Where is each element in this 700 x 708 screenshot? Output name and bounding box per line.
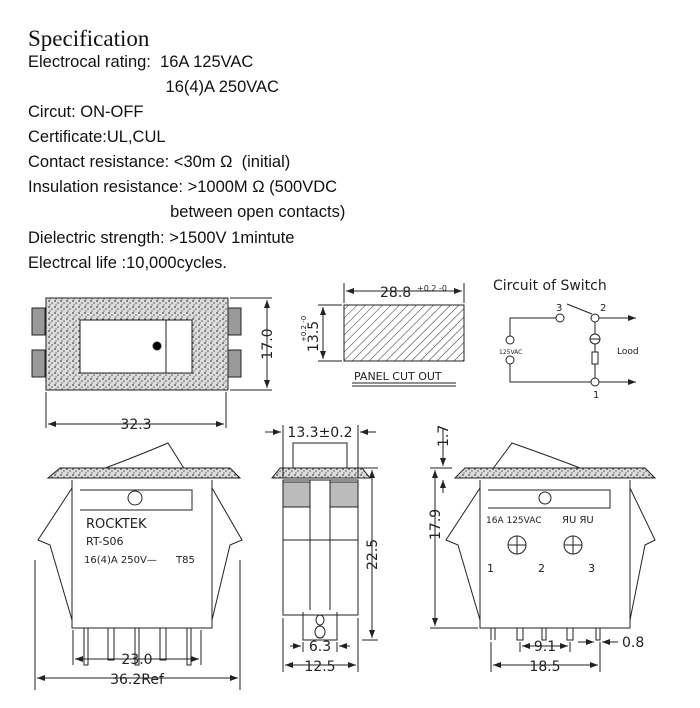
dim-back-span: 18.5 (529, 659, 560, 675)
dim-back-height: 17.9 (428, 509, 444, 540)
dim-cutout-height-tol: +0.2 -0 (300, 316, 308, 342)
spec-insulation: Insulation resistance: >1000M Ω (500VDC (28, 178, 338, 196)
model-label: RT-S06 (86, 535, 124, 548)
dim-cutout-height: 13.5 (306, 321, 322, 352)
terminal-2-label: 2 (600, 303, 606, 314)
dim-pin-span: 23.0 (121, 652, 152, 668)
dim-cutout-width: 28.8 (380, 285, 411, 301)
spec-contact-resistance: Contact resistance: <30m Ω (initial) (28, 153, 291, 171)
dim-pitch: 9.1 (534, 639, 556, 655)
pin-1-label: 1 (487, 562, 494, 575)
dim-pin-thickness: 0.8 (622, 635, 644, 651)
panel-cutout (318, 283, 465, 387)
side-view (265, 425, 378, 672)
dim-rocker: 1.7 (436, 425, 452, 447)
back-rating-label: 16A 125VAC (486, 516, 542, 526)
circuit-of-switch (505, 303, 636, 387)
back-view (430, 428, 657, 672)
dim-cutout-width-tol: +0.2 -0 (417, 284, 447, 293)
top-view (31, 297, 272, 428)
circuit-title: Circuit of Switch (493, 278, 607, 294)
source-label: 125VAC (499, 349, 522, 356)
dim-terminal: 6.3 (309, 639, 331, 655)
dim-side-height: 22.5 (365, 539, 381, 570)
spec-life: Electrcal life :10,000cycles. (28, 254, 228, 272)
panel-cut-out-label: PANEL CUT OUT (354, 370, 442, 383)
terminal-1-label: 1 (593, 390, 599, 401)
spec-title: Specification (28, 26, 150, 51)
spec-certificate: Certificate:UL,CUL (28, 128, 166, 146)
dim-overall: 36.2Ref (110, 672, 165, 688)
dim-side-width: 13.3±0.2 (287, 425, 352, 441)
spec-dielectric: Dielectric strength: >1500V 1mintute (28, 229, 295, 247)
pin-3-label: 3 (588, 562, 595, 575)
brand-label: ROCKTEK (86, 517, 147, 532)
front-view (34, 442, 243, 690)
terminal-3-label: 3 (556, 303, 562, 314)
pin-2-label: 2 (538, 562, 545, 575)
temp-label: T85 (175, 555, 195, 566)
rating-label: 16(4)A 250V— (84, 555, 157, 566)
dim-width-32: 32.3 (120, 417, 151, 433)
dim-height-17: 17.0 (260, 328, 276, 359)
dim-base: 12.5 (304, 659, 335, 675)
spec-circuit: Circut: ON-OFF (28, 103, 144, 121)
spec-rating: Electrocal rating: 16A 125VAC (28, 53, 254, 71)
ul-marks: ЯU ЯU (562, 515, 594, 526)
spec-insulation-2: between open contacts) (28, 203, 346, 221)
spec-rating-2: 16(4)A 250VAC (28, 78, 279, 96)
load-label: Lood (617, 347, 639, 357)
